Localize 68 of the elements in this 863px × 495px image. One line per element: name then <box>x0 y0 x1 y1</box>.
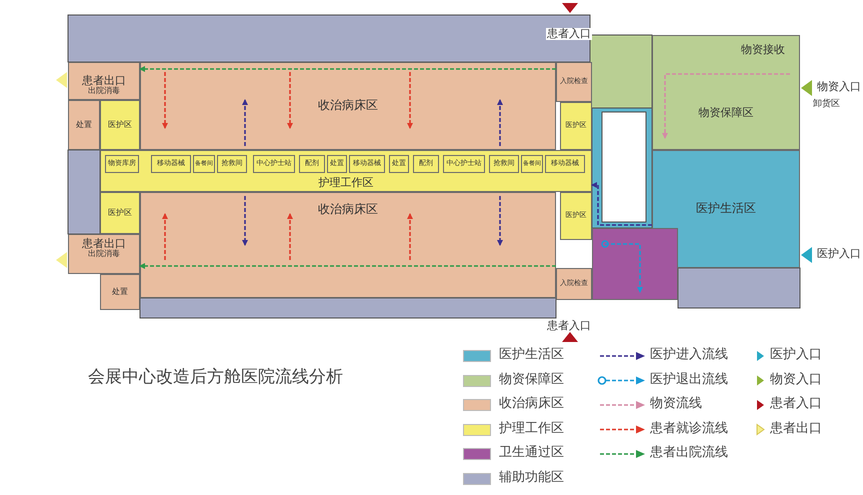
room <box>68 100 100 150</box>
room <box>100 274 140 310</box>
zone-label: 出院消毒 <box>88 87 120 96</box>
staff-area <box>100 192 140 234</box>
sanitation-zone <box>592 228 678 300</box>
room <box>489 155 519 173</box>
legend-label: 医护退出流线 <box>650 372 728 387</box>
entrance-label: 医护入口 <box>816 248 862 260</box>
legend-label: 卫生通过区 <box>499 446 564 460</box>
title: 会展中心改造后方舱医院流线分析 <box>88 368 343 387</box>
legend-label: 医护进入流线 <box>650 348 728 362</box>
zone-label: 护理工作区 <box>318 176 374 189</box>
flow-arrow <box>139 66 556 72</box>
legend-label: 患者就诊流线 <box>650 422 728 436</box>
legend-label: 辅助功能区 <box>499 470 564 485</box>
zone-label: 物资接收 <box>741 44 785 56</box>
zone-label: 处置 <box>112 288 128 296</box>
room <box>556 62 592 102</box>
staff-area <box>560 192 592 240</box>
room <box>349 155 385 173</box>
zone-label: 患者出口 <box>82 75 126 88</box>
exit-area <box>68 62 140 100</box>
flow-arrow <box>139 263 556 269</box>
entrance-label: 患者入口 <box>546 28 592 40</box>
room <box>556 268 592 300</box>
room <box>443 155 485 173</box>
legend-label: 患者出口 <box>770 422 822 436</box>
area-label: 卸货区 <box>812 100 841 110</box>
legend-label: 护理工作区 <box>499 422 564 436</box>
zone-label: 物资保障区 <box>698 106 754 119</box>
staff-area <box>560 102 592 150</box>
legend-label: 物资保障区 <box>499 372 564 387</box>
room <box>253 155 295 173</box>
zone-label: 医护生活区 <box>696 202 756 216</box>
room <box>217 155 247 173</box>
zone-label: 收治病床区 <box>318 99 378 113</box>
legend-label: 医护入口 <box>770 348 822 362</box>
legend-label: 收治病床区 <box>499 397 564 412</box>
zone-label: 收治病床区 <box>318 203 378 216</box>
legend-label: 物资流线 <box>650 397 702 412</box>
legend-label: 医护生活区 <box>499 348 564 362</box>
room <box>521 155 543 173</box>
staff-area <box>100 100 140 150</box>
supply-zone <box>652 35 800 150</box>
zone-label: 出院消毒 <box>88 250 120 259</box>
entrance-label: 物资入口 <box>816 81 862 94</box>
entrance-label: 患者入口 <box>546 320 592 332</box>
zone-label: 处置 <box>76 120 92 130</box>
zone-label: 医护区 <box>108 120 132 130</box>
legend-label: 物资入口 <box>770 372 822 387</box>
ward-zone <box>140 192 556 298</box>
ward-zone <box>140 62 556 150</box>
zone-label: 医护区 <box>108 208 132 218</box>
nursing-band <box>100 150 592 192</box>
exit-area <box>68 234 140 274</box>
room <box>413 155 439 173</box>
room <box>299 155 325 173</box>
flow-arrow <box>591 182 652 226</box>
zone-label: 患者出口 <box>82 238 126 250</box>
legend-label: 患者出院流线 <box>650 446 728 460</box>
room <box>389 155 409 173</box>
legend-label: 患者入口 <box>770 397 822 412</box>
staff-living-zone <box>652 150 800 268</box>
room <box>151 155 191 173</box>
room <box>545 155 585 173</box>
room <box>105 155 139 173</box>
room <box>193 155 215 173</box>
room <box>327 155 347 173</box>
